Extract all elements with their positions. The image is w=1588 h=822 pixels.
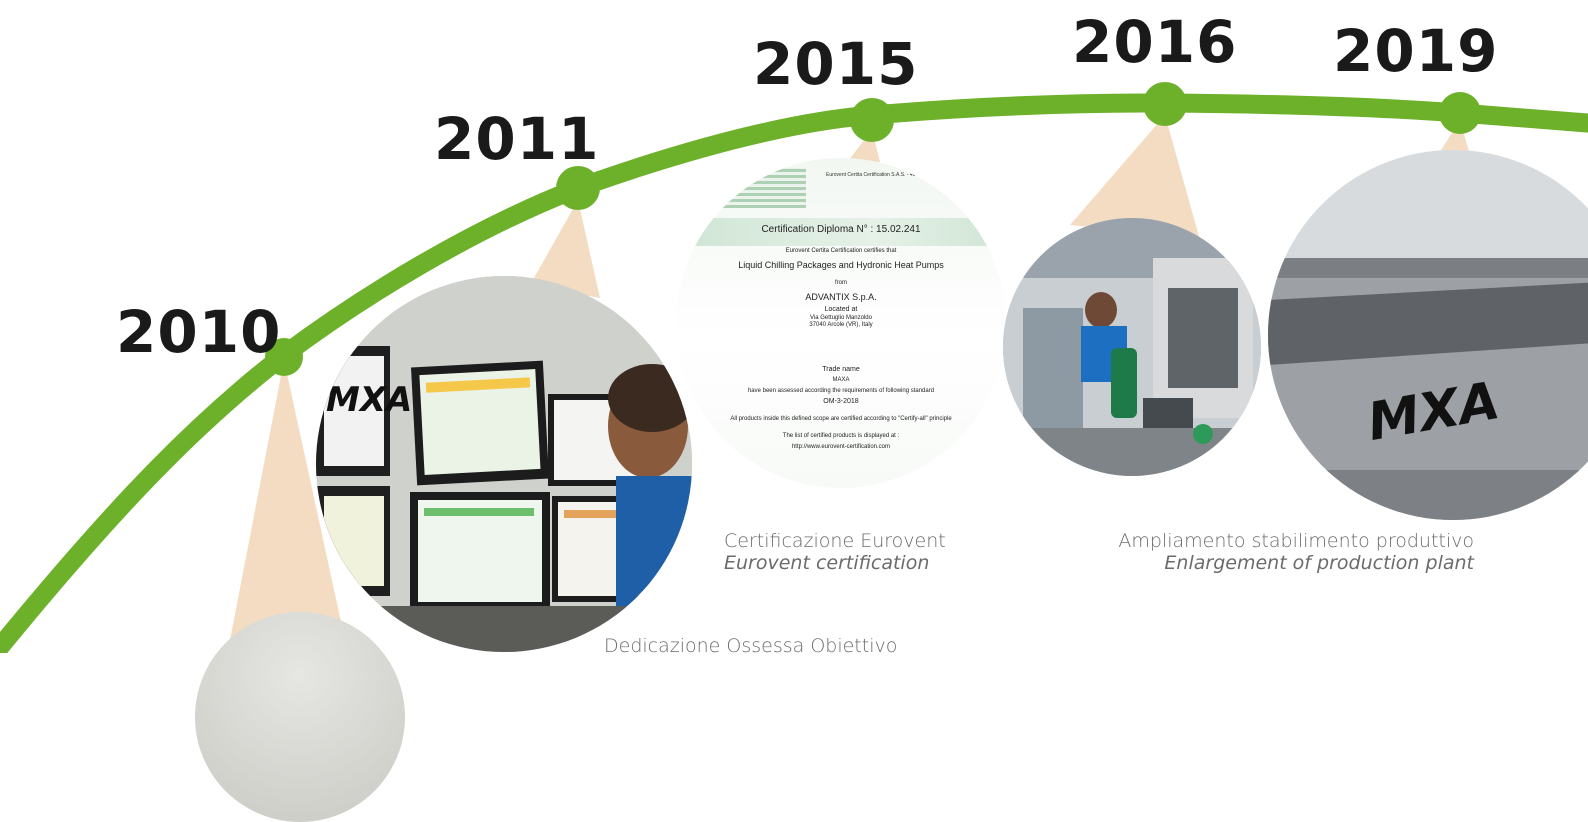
cert-company: ADVANTIX S.p.A. (805, 292, 877, 302)
cert-trade-label: Trade name (822, 366, 860, 373)
node-2016[interactable] (1143, 82, 1187, 126)
year-2019: 2019 (1333, 17, 1499, 85)
caption-2015-it: Certificazione Eurovent (724, 530, 946, 552)
cert-trade-name: MAXA (832, 377, 850, 383)
node-2019[interactable] (1439, 92, 1481, 134)
timeline-graphic (0, 82, 1588, 653)
year-2016: 2016 (1072, 8, 1238, 76)
node-2011[interactable] (556, 166, 600, 210)
worker-head (1085, 292, 1117, 328)
cert-url: http://www.eurovent-certification.com (791, 444, 891, 450)
monitor-logo: MXA (326, 380, 412, 420)
caption-2011: Dedicazione Ossessa Obiettivo (604, 635, 897, 657)
production-illustration (1003, 218, 1261, 476)
cert-located: Located at (824, 306, 858, 313)
year-2010: 2010 (116, 298, 282, 366)
node-2010[interactable] (265, 338, 303, 376)
cert-certify-all: All products inside this defined scope a… (730, 416, 952, 422)
timeline-curve (0, 93, 1588, 653)
cert-scope: Liquid Chilling Packages and Hydronic He… (738, 260, 944, 270)
cert-list-label: The list of certified products is displa… (782, 433, 900, 439)
caption-2016-en: Enlargement of production plant (1164, 552, 1474, 574)
cert-address-2: 37040 Arcole (VR), Italy (809, 322, 873, 328)
photo-2015-certificate: Eurovent Certita Certification S.A.S. - … (676, 158, 1006, 488)
cert-diploma: Certification Diploma N° : 15.02.241 (761, 224, 921, 235)
cert-address-1: Via Gettuglio Manzoldo (810, 315, 872, 321)
year-2015: 2015 (753, 30, 919, 98)
pointer-2011 (530, 200, 600, 298)
cert-band (676, 218, 1006, 246)
pointer-2016 (1070, 115, 1200, 240)
node-2015[interactable] (850, 98, 894, 142)
caption-2011-it: Dedicazione Ossessa Obiettivo (604, 635, 898, 657)
cert-standard: OM-3-2018 (823, 398, 859, 405)
cert-from: from (835, 280, 847, 286)
photo-2011-control-room: MXA (316, 276, 692, 652)
cert-certifies: Eurovent Certita Certification certifies… (785, 248, 897, 254)
control-room-illustration: MXA (316, 276, 692, 652)
caption-2015: Certificazione Eurovent Eurovent certifi… (724, 530, 946, 574)
timeline-stage: 2010 2011 2015 2016 2019 MXA (0, 8, 1588, 822)
cert-header: Eurovent Certita Certification S.A.S. - … (826, 172, 983, 178)
photo-2010 (195, 612, 405, 822)
caption-2016: Ampliamento stabilimento produttivo Enla… (1040, 530, 1474, 574)
photo-2016-production (1003, 218, 1261, 476)
pointer-2010 (230, 360, 345, 640)
year-2011: 2011 (434, 105, 600, 173)
compressor (1111, 348, 1137, 418)
caption-2016-it: Ampliamento stabilimento produttivo (1118, 530, 1474, 552)
caption-2015-en: Eurovent certification (724, 552, 930, 574)
cert-assessed: have been assessed according the require… (747, 388, 935, 394)
eurovent-logo (718, 168, 806, 208)
